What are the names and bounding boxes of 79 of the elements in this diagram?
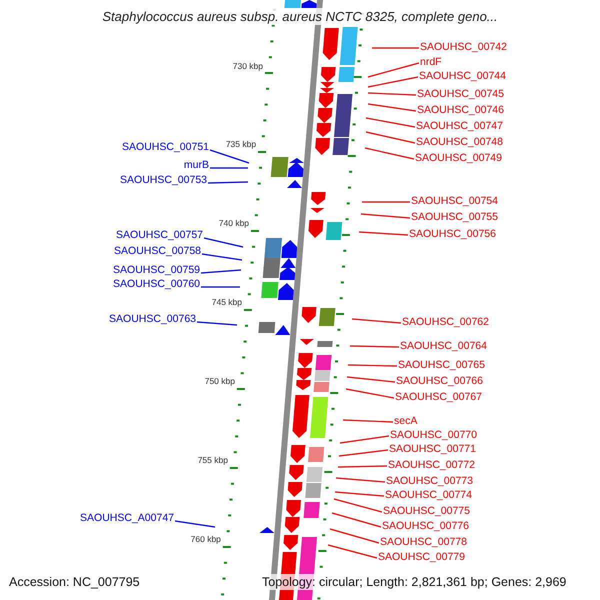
position-label: 755 kbp [198,455,228,465]
leader-line [368,103,416,112]
gene-label: SAOUHSC_00744 [419,69,506,83]
leader-line [342,419,394,423]
leader-line [332,512,382,528]
leader-line [346,388,394,399]
gene-label: SAOUHSC_00749 [415,151,502,165]
gene-label: SAOUHSC_00772 [388,458,475,472]
leader-line [330,528,380,544]
position-label: 760 kbp [190,534,221,544]
leader-line [352,318,402,324]
leader-line [174,520,216,528]
gene-label: SAOUHSC_00760 [113,277,200,291]
info-text: Accession: NC_007795 [9,574,140,590]
gene-label: SAOUHSC_00779 [378,550,465,564]
leader-line [368,62,420,78]
gene-label: SAOUHSC_00771 [389,442,476,456]
leader-line [202,253,242,261]
gene-label: SAOUHSC_00759 [113,263,200,277]
info-text: Topology: circular; Length: 2,821,361 bp; Genes: 2,969 [262,574,566,590]
position-label: 740 kbp [218,218,250,228]
leader-line [336,477,386,483]
gene-label: SAOUHSC_00773 [386,474,473,488]
gene-label: SAOUHSC_00778 [380,535,467,549]
gene-label: SAOUHSC_00753 [120,173,207,187]
leader-line [196,321,238,326]
leader-line [334,498,382,513]
leader-line [366,117,416,128]
gene-label: SAOUHSC_00770 [390,428,477,442]
gene-label: SAOUHSC_00776 [382,519,469,533]
gene-label: SAOUHSC_00757 [116,228,203,242]
gene-label: SAOUHSC_00766 [396,374,483,388]
gene-label: SAOUHSC_00764 [400,339,487,353]
gene-label: SAOUHSC_00765 [398,358,485,372]
gene-label: SAOUHSC_00774 [385,488,472,502]
leader-line [368,92,416,96]
leader-line [210,149,250,164]
leader-line [362,201,410,203]
gene-label: SAOUHSC_A00747 [80,511,174,525]
gene-label: SAOUHSC_00775 [383,504,470,518]
gene-label: SAOUHSC_00751 [122,140,209,154]
position-label: 745 kbp [212,297,242,307]
leader-line [372,47,419,49]
gene-label: murB [184,158,209,172]
leader-line [346,376,396,383]
leader-line [364,147,414,160]
leader-line [360,213,410,219]
gene-label: secA [394,414,418,428]
gene-label: SAOUHSC_00747 [416,119,503,133]
gene-label: SAOUHSC_00756 [409,227,496,241]
gene-label: SAOUHSC_00762 [402,315,489,329]
leader-line [334,491,384,497]
leader-line [338,449,388,457]
gene-label: SAOUHSC_00755 [411,210,498,224]
gene-label: SAOUHSC_00763 [109,312,196,326]
gene-label: SAOUHSC_00754 [411,194,498,208]
gene-label: SAOUHSC_00742 [420,40,507,54]
leader-line [328,544,378,559]
gene-label: SAOUHSC_00748 [416,135,503,149]
gene-label: SAOUHSC_00746 [417,103,504,117]
position-label: 730 kbp [232,61,264,71]
leader-line [201,286,240,288]
gene-label: SAOUHSC_00745 [417,87,504,101]
position-label: 735 kbp [226,139,256,149]
leader-line [338,465,388,468]
gene-label: SAOUHSC_00758 [114,244,201,258]
leader-line [358,231,408,236]
leader-line [208,181,248,184]
leader-line [366,131,416,144]
leader-line [340,435,390,444]
leader-line [368,76,418,88]
leader-line [210,167,248,169]
leader-line [348,364,398,367]
gene-label: SAOUHSC_00767 [395,390,482,404]
leader-line [200,269,242,274]
leader-line [204,237,244,248]
leader-line [350,345,400,348]
position-label: 750 kbp [204,376,235,386]
gene-label: nrdF [420,55,442,69]
